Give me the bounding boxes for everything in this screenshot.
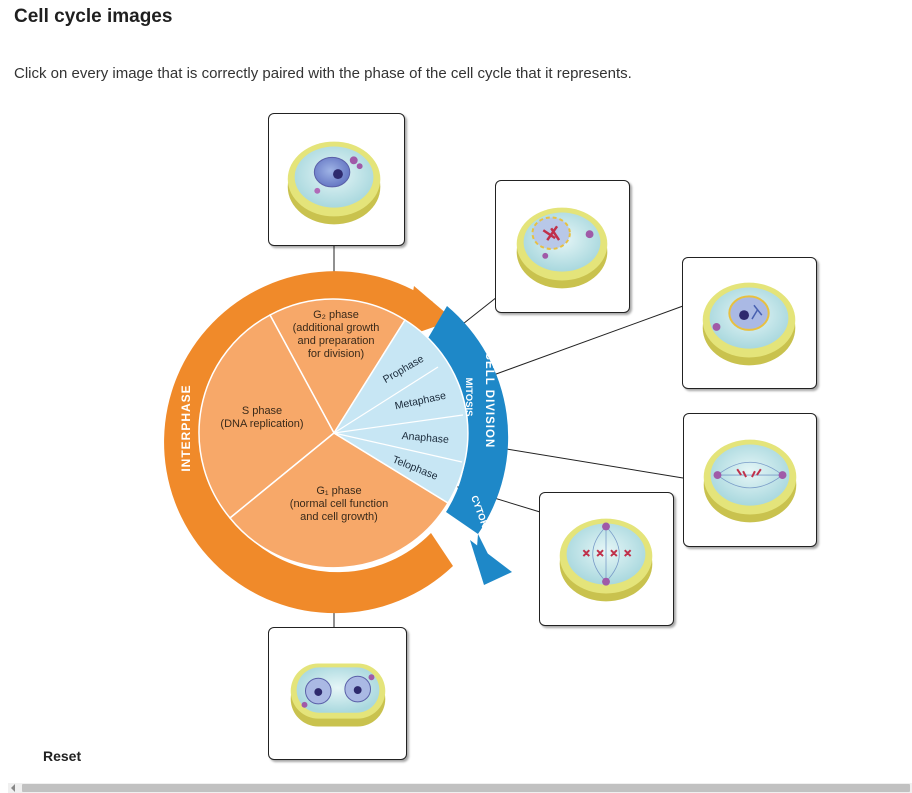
mitosis-label: MITOSIS	[463, 378, 474, 417]
s-slice	[198, 313, 335, 520]
scroll-left-icon[interactable]	[11, 784, 15, 792]
instructions-text: Click on every image that is correctly p…	[14, 65, 632, 82]
g2-desc-2: and preparation	[297, 335, 374, 347]
cell-prophase-icon	[516, 207, 608, 289]
cell-division-label: CELL DIVISION	[483, 352, 495, 449]
cell-image-upper-right[interactable]	[682, 257, 817, 389]
g1-desc-1: (normal cell function	[290, 498, 388, 510]
pie-chart	[198, 298, 469, 569]
cell-cytokinesis-icon	[290, 663, 386, 727]
s-desc: (DNA replication)	[220, 418, 303, 430]
g2-desc-1: (additional growth	[293, 322, 380, 334]
reset-button[interactable]: Reset	[43, 748, 82, 764]
mitosis-dividers	[333, 366, 464, 463]
horizontal-scrollbar[interactable]	[8, 783, 912, 793]
cell-anaphase-icon	[703, 439, 797, 523]
cytokinesis-arrow-tail	[476, 534, 498, 574]
g1-slice	[228, 432, 450, 569]
scrollbar-thumb[interactable]	[22, 784, 910, 792]
cell-image-middle-right[interactable]	[683, 413, 817, 547]
cell-image-top[interactable]	[268, 113, 405, 246]
cell-interphase-icon	[287, 141, 381, 225]
s-label: S phase	[242, 405, 282, 417]
cell-early-prophase-icon	[702, 282, 796, 366]
g1-desc-2: and cell growth)	[300, 511, 378, 523]
g2-slice	[268, 298, 407, 435]
cell-image-bottom[interactable]	[268, 627, 407, 760]
interphase-label: INTERPHASE	[179, 384, 193, 471]
cell-metaphase-icon	[559, 518, 653, 602]
cell-image-prophase[interactable]	[495, 180, 630, 313]
phase-label-2: Anaphase	[401, 430, 449, 446]
g2-desc-3: for division)	[308, 348, 364, 360]
page-title: Cell cycle images	[14, 6, 173, 27]
cell-image-lower-right[interactable]	[539, 492, 674, 626]
g1-label: G₁ phase	[316, 485, 361, 497]
mitosis-slice	[332, 318, 469, 505]
g2-label: G₂ phase	[313, 309, 359, 321]
